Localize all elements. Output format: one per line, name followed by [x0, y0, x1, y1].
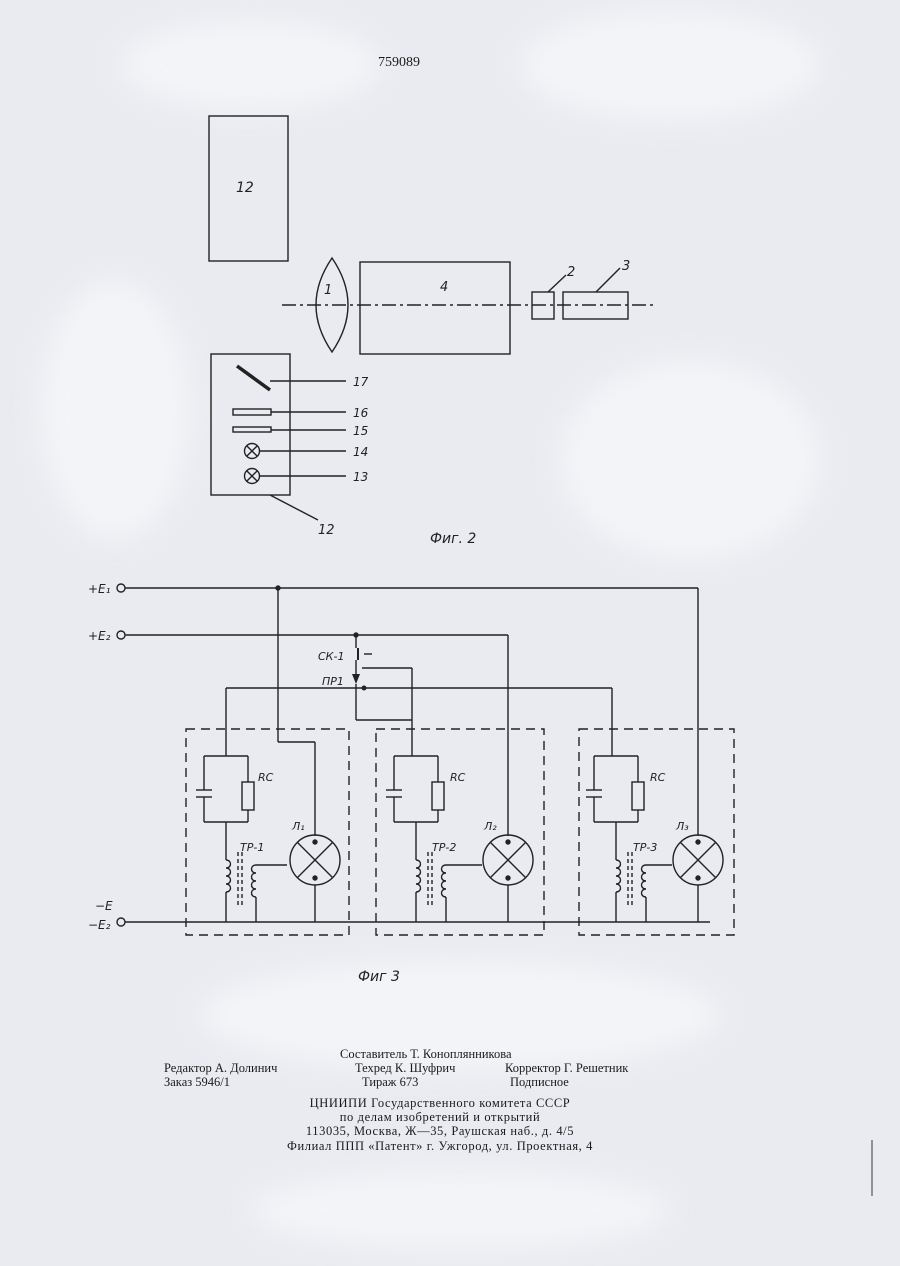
resistor — [242, 782, 254, 810]
transformer-secondary — [252, 865, 257, 897]
block-12-top-label: 12 — [236, 180, 254, 196]
transformer-primary — [226, 860, 231, 892]
rc-label: RC — [258, 771, 274, 784]
element-16 — [233, 409, 271, 415]
lamp-contact — [506, 840, 510, 844]
lamp-cross — [297, 842, 333, 878]
lamp-contact — [313, 876, 317, 880]
label-13: 13 — [353, 470, 368, 484]
lamp-cross — [680, 842, 716, 878]
lamp-14-cross — [247, 446, 258, 457]
fig2-caption: Фиг. 2 — [430, 531, 476, 547]
item-3-leader — [596, 268, 620, 292]
lamp-label: Л₃ — [675, 820, 689, 833]
transformer-secondary — [442, 865, 447, 897]
address: 113035, Москва, Ж—35, Раушская наб., д. … — [230, 1124, 650, 1139]
composer: Составитель Т. Коноплянникова — [340, 1047, 512, 1062]
item-2-leader — [548, 275, 566, 292]
switch-pr1 — [352, 674, 360, 684]
label-14: 14 — [353, 445, 368, 459]
org-line-2: по делам изобретений и открытий — [230, 1110, 650, 1125]
figure-3: +E₁ +E₂ −E −E₂ СК-1 — [88, 582, 734, 985]
unit-2-frame — [376, 729, 544, 935]
transformer-primary — [416, 860, 421, 892]
block-4 — [360, 262, 510, 354]
block-4-label: 4 — [440, 280, 448, 295]
label-17: 17 — [353, 375, 369, 389]
resistor — [632, 782, 644, 810]
unit-3-frame — [579, 729, 734, 935]
lamp-cross — [490, 842, 526, 878]
unit-1-frame — [186, 729, 349, 935]
tr-label: ТР-3 — [633, 841, 657, 854]
item-2-label: 2 — [567, 265, 575, 280]
fig3-caption: Фиг 3 — [358, 969, 400, 985]
lamp-contact — [506, 876, 510, 880]
element-15 — [233, 427, 271, 432]
panel-12-label: 12 — [318, 523, 335, 538]
branch: Филиал ППП «Патент» г. Ужгород, ул. Прое… — [225, 1139, 655, 1154]
rc-label: RC — [450, 771, 466, 784]
rail-minus-e-label: −E — [95, 899, 113, 913]
rail-e2-label: +E₂ — [88, 629, 111, 643]
figure-2: 12 1 4 2 3 — [209, 116, 655, 547]
junction — [362, 686, 366, 690]
lamp-13-cross — [247, 471, 258, 482]
lamp-label: Л₁ — [291, 820, 305, 833]
transformer-secondary — [642, 865, 647, 897]
editor: Редактор А. Долинич — [164, 1061, 277, 1076]
terminal-minus-e2 — [117, 918, 125, 926]
unit-3: RC ТР-3 Л₃ — [579, 688, 734, 935]
label-16: 16 — [353, 406, 369, 420]
terminal-e2 — [117, 631, 125, 639]
label-15: 15 — [353, 424, 368, 438]
lamp-contact — [313, 840, 317, 844]
lamp-contact — [696, 876, 700, 880]
terminal-e1 — [117, 584, 125, 592]
item-3-label: 3 — [622, 259, 630, 274]
tr-label: ТР-1 — [240, 841, 264, 854]
order: Заказ 5946/1 — [164, 1075, 230, 1090]
rail-minus-e2-label: −E₂ — [88, 918, 111, 932]
subscription: Подписное — [510, 1075, 569, 1090]
rail-e1-label: +E₁ — [88, 582, 111, 596]
rc-label: RC — [650, 771, 666, 784]
lens-1-label: 1 — [324, 283, 332, 298]
lamp-contact — [696, 840, 700, 844]
resistor — [432, 782, 444, 810]
tr-label: ТР-2 — [432, 841, 456, 854]
transformer-primary — [616, 860, 621, 892]
circulation: Тираж 673 — [362, 1075, 418, 1090]
corrector: Корректор Г. Решетник — [505, 1061, 628, 1076]
mirror-17 — [237, 366, 270, 390]
unit-1: RC ТР-1 Л₁ — [186, 588, 349, 935]
unit-2: RC ТР-2 Л₂ — [376, 720, 544, 935]
panel-12-leader — [270, 495, 318, 520]
org-line-1: ЦНИИПИ Государственного комитета СССР — [230, 1096, 650, 1111]
switch-pr1-label: ПР1 — [322, 675, 344, 688]
switch-sk1-label: СК-1 — [318, 650, 344, 663]
lamp-label: Л₂ — [483, 820, 497, 833]
techred: Техред К. Шуфрич — [355, 1061, 455, 1076]
